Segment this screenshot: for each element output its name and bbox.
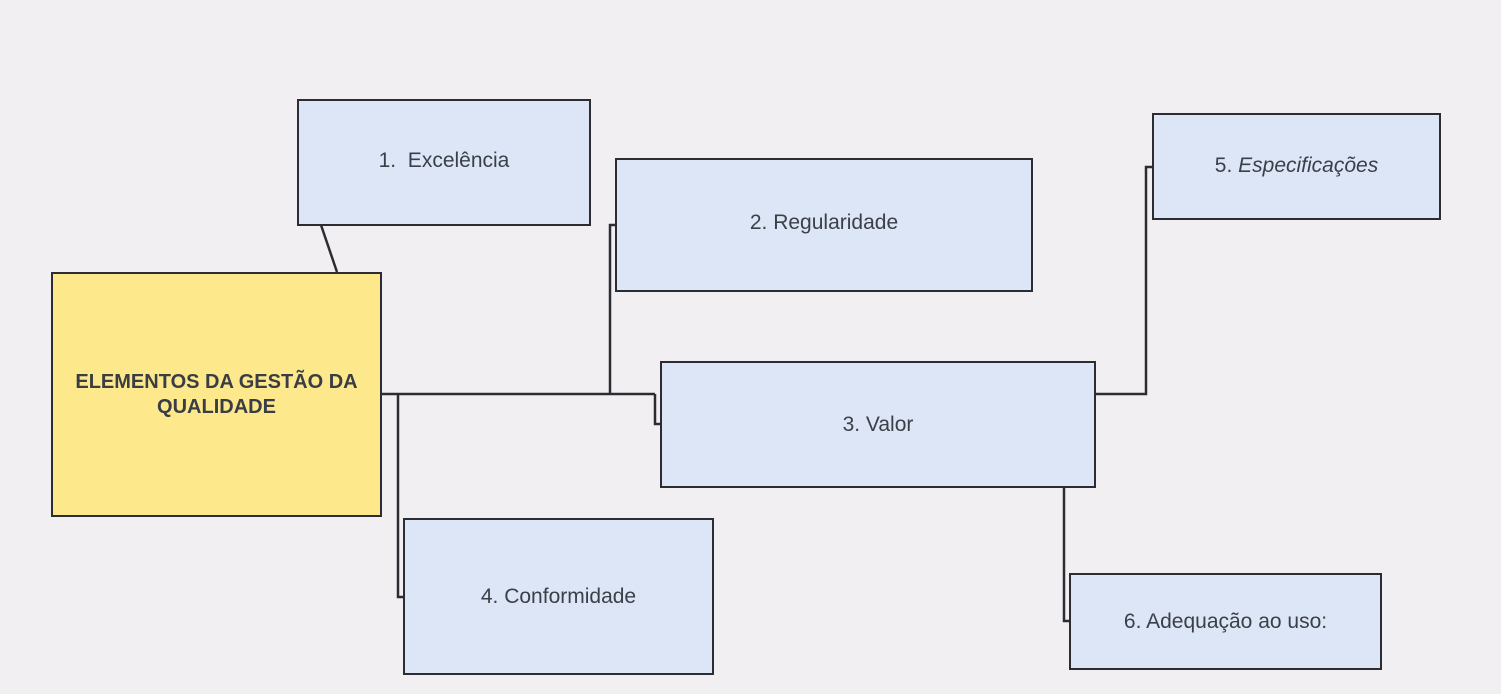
node-valor-label: 3. Valor bbox=[842, 412, 914, 436]
node-especificacoes-number: 5. bbox=[1214, 153, 1233, 177]
node-excelencia: 1. Excelência bbox=[297, 99, 591, 226]
connector-conformidade bbox=[396, 394, 404, 599]
node-especificacoes-label: Especificações bbox=[1238, 153, 1379, 177]
connector-especificacoes bbox=[1095, 165, 1152, 396]
node-especificacoes: 5. Especificações bbox=[1152, 113, 1441, 220]
connector-excelencia bbox=[319, 224, 339, 273]
node-excelencia-label: 1. Excelência bbox=[378, 148, 510, 172]
node-adequacao-label: 6. Adequação ao uso: bbox=[1123, 609, 1328, 633]
node-conformidade: 4. Conformidade bbox=[403, 518, 714, 675]
node-conformidade-label: 4. Conformidade bbox=[480, 584, 637, 608]
central-topic-label: ELEMENTOS DA GESTÃO DA QUALIDADE bbox=[75, 371, 358, 418]
node-adequacao: 6. Adequação ao uso: bbox=[1069, 573, 1382, 670]
connector-regularidade bbox=[608, 223, 616, 394]
node-regularidade: 2. Regularidade bbox=[615, 158, 1033, 292]
node-regularidade-label: 2. Regularidade bbox=[749, 211, 899, 234]
node-valor: 3. Valor bbox=[660, 361, 1096, 488]
central-topic-box: ELEMENTOS DA GESTÃO DA QUALIDADE bbox=[51, 272, 382, 517]
connector-valor bbox=[653, 394, 661, 426]
connector-adequacao bbox=[1062, 487, 1070, 623]
